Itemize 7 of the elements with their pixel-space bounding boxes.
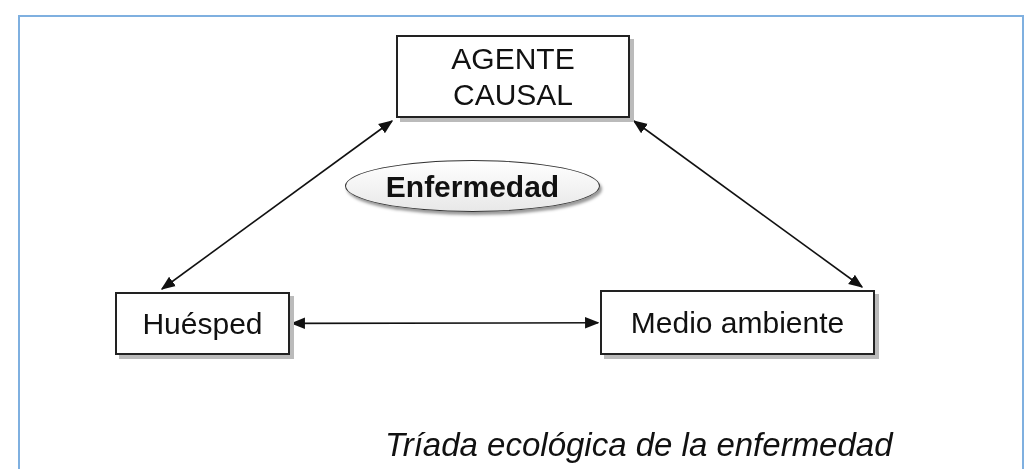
node-label: Enfermedad: [385, 168, 560, 205]
caption: Tríada ecológica de la enfermedad: [385, 425, 893, 465]
node-label: Huésped: [142, 306, 263, 342]
double-arrow: [632, 120, 864, 288]
node-label: AGENTE CAUSAL: [450, 40, 576, 113]
node-label: Medio ambiente: [630, 305, 845, 341]
double-arrow: [160, 120, 394, 290]
